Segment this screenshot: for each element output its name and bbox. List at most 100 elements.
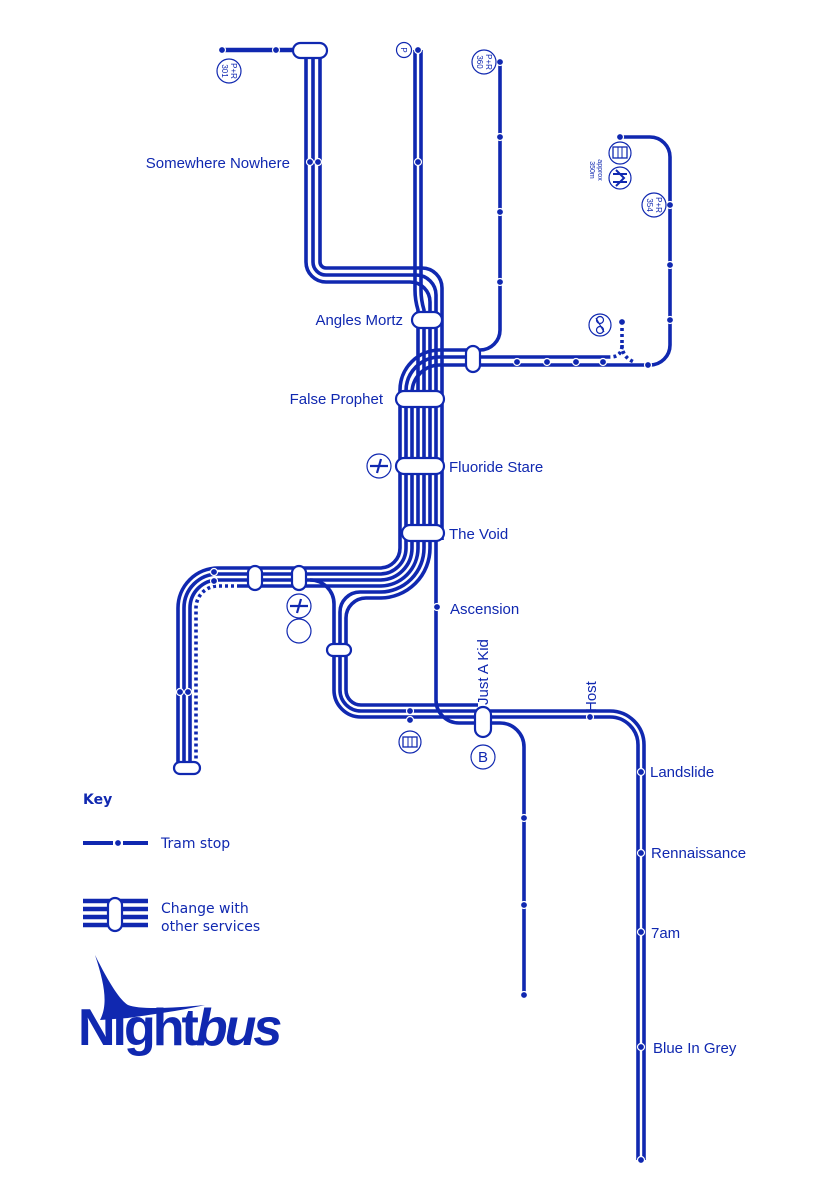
interchange-south-branch[interactable]: [325, 642, 353, 658]
key-tram-stop-icon: [113, 838, 123, 848]
tram-stop[interactable]: [413, 45, 423, 55]
badge-pr-301: P+R 301: [216, 58, 242, 84]
tram-stop[interactable]: [495, 132, 505, 142]
station-label: Host: [583, 680, 600, 712]
tram-stop[interactable]: [305, 157, 315, 167]
tram-stop[interactable]: [313, 157, 323, 167]
interchange-west-terminus[interactable]: [172, 760, 202, 776]
badge-pr-354: P+R 354: [641, 192, 667, 218]
key-change-icon: [83, 896, 148, 933]
key-title: Key: [83, 792, 112, 808]
route-line-p1: [240, 50, 420, 588]
station-label: 7am: [651, 925, 680, 942]
route-line-a3: [318, 58, 444, 540]
bus-station-badge: B: [470, 744, 496, 770]
svg-text:P+R: P+R: [229, 63, 238, 79]
interchange-301[interactable]: [291, 41, 329, 60]
tram-stop[interactable]: [615, 132, 625, 142]
tram-stop[interactable]: [495, 277, 505, 287]
tram-stop[interactable]: [519, 990, 529, 1000]
interchange-false-prophet[interactable]: [394, 389, 446, 409]
interchange-just-a-kid[interactable]: [473, 705, 493, 739]
route-line-p2: [338, 50, 646, 1160]
tram-stop[interactable]: [665, 200, 675, 210]
tram-stop[interactable]: [519, 900, 529, 910]
rail-icon: [608, 166, 632, 190]
key-change-label: other services: [161, 919, 260, 935]
tram-stop[interactable]: [636, 1042, 646, 1052]
station-label: Just A Kid: [475, 639, 492, 705]
tram-stop[interactable]: [665, 260, 675, 270]
tram-stop[interactable]: [405, 715, 415, 725]
tram-stop[interactable]: [271, 45, 281, 55]
svg-text:P+R: P+R: [654, 197, 663, 213]
tram-stop[interactable]: [495, 57, 505, 67]
tram-stop[interactable]: [598, 357, 608, 367]
station-label: Ascension: [450, 601, 519, 618]
tram-stops: [175, 45, 675, 1165]
tram-stop[interactable]: [665, 315, 675, 325]
interchange-west-1[interactable]: [246, 564, 264, 592]
key-change-label: Change with: [161, 901, 249, 917]
tram-stop[interactable]: [432, 602, 442, 612]
tram-stop[interactable]: [542, 357, 552, 367]
bike-spur: [609, 322, 635, 364]
svg-text:B: B: [478, 749, 488, 766]
tram-stop[interactable]: [413, 157, 423, 167]
tram-stop[interactable]: [636, 848, 646, 858]
walking-distance-note: approx 350m: [588, 159, 603, 181]
station-label: Rennaissance: [651, 845, 746, 862]
route-line-a2: [311, 58, 526, 995]
svg-text:350m: 350m: [588, 161, 595, 179]
tram-stop[interactable]: [643, 360, 653, 370]
airport-icon: [366, 453, 392, 479]
tram-stop[interactable]: [183, 687, 193, 697]
tram-stop[interactable]: [495, 207, 505, 217]
tram-stop[interactable]: [209, 567, 219, 577]
station-label: Somewhere Nowhere: [146, 155, 290, 172]
tram-stop[interactable]: [636, 1155, 646, 1165]
tram-stop[interactable]: [519, 813, 529, 823]
station-label: Landslide: [650, 764, 714, 781]
key-tram-stop-label: Tram stop: [160, 836, 230, 852]
tram-stop[interactable]: [175, 687, 185, 697]
interchanges: [172, 41, 493, 776]
tram-stop[interactable]: [405, 706, 415, 716]
tram-stop[interactable]: [217, 45, 227, 55]
svg-text:360: 360: [475, 55, 484, 69]
tram-stop[interactable]: [617, 317, 627, 327]
svg-text:P+R: P+R: [484, 54, 493, 70]
station-label: The Void: [449, 526, 508, 543]
route-line-dotted: [194, 584, 240, 760]
station-label: Angles Mortz: [315, 312, 403, 329]
station-label: Blue In Grey: [653, 1040, 737, 1057]
interchange-fluoride-stare[interactable]: [394, 456, 446, 476]
interchange-the-void[interactable]: [400, 523, 446, 543]
interchange-angles-mortz[interactable]: [410, 310, 444, 330]
tram-stop[interactable]: [571, 357, 581, 367]
station-label: False Prophet: [290, 391, 384, 408]
route-line-a1: [304, 58, 478, 707]
tram-stop[interactable]: [512, 357, 522, 367]
bus-icon: [398, 730, 422, 754]
tram-stop[interactable]: [636, 927, 646, 937]
svg-text:354: 354: [645, 198, 654, 212]
badge-pr-360: P+R 360: [471, 49, 497, 75]
tram-stop[interactable]: [209, 576, 219, 586]
tram-stop[interactable]: [636, 767, 646, 777]
parking-icon: P: [395, 41, 413, 59]
tram-stop[interactable]: [585, 712, 595, 722]
nightbus-logo: Nightbus: [78, 955, 284, 1057]
route-line-r2: [182, 355, 610, 762]
interchange-west-2[interactable]: [290, 564, 308, 592]
bus-icon: [608, 141, 632, 165]
svg-text:Nightbus: Nightbus: [78, 999, 281, 1057]
svg-text:P: P: [399, 47, 408, 52]
route-line-branch: [309, 578, 640, 1160]
interchange-east[interactable]: [464, 344, 482, 374]
empty-service-circle: [286, 618, 312, 644]
station-label: Fluoride Stare: [449, 459, 543, 476]
svg-text:301: 301: [220, 64, 229, 78]
svg-text:approx: approx: [596, 159, 603, 181]
